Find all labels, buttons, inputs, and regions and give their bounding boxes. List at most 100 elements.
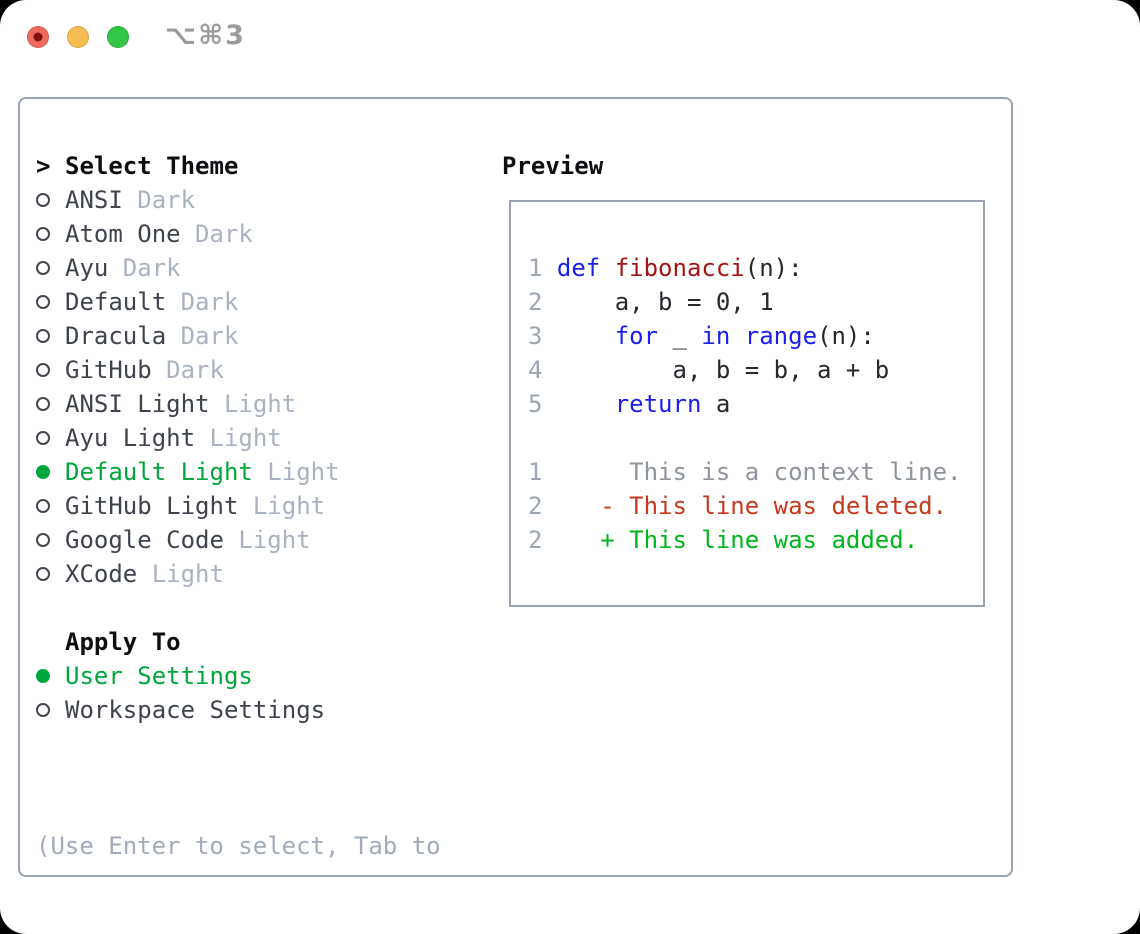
code-segment: (n):: [744, 254, 803, 282]
code-line: 5 return a: [528, 387, 983, 421]
option-label: Default: [65, 288, 167, 316]
theme-option-github[interactable]: GitHub Dark: [36, 353, 476, 387]
theme-variant-tag: Dark: [166, 322, 239, 350]
spacer: [36, 591, 476, 625]
option-label: Atom One: [65, 220, 181, 248]
theme-option-ansi[interactable]: ANSI Dark: [36, 183, 476, 217]
close-button-dot: [33, 32, 43, 42]
radio-icon: [36, 703, 65, 717]
radio-icon: [36, 397, 65, 411]
option-label: Workspace Settings: [65, 696, 326, 724]
diff-line-context: 1 This is a context line.: [528, 455, 983, 489]
theme-option-dracula[interactable]: Dracula Dark: [36, 319, 476, 353]
radio-icon: [36, 329, 65, 343]
radio-icon: [36, 295, 65, 309]
radio-icon: [36, 363, 65, 377]
code-segment: fibonacci: [614, 254, 745, 282]
preview-heading: Preview: [502, 152, 604, 180]
line-number: 3: [528, 322, 557, 350]
option-label: Google Code: [65, 526, 224, 554]
code-line: 4 a, b = b, a + b: [528, 353, 983, 387]
line-number: 4: [528, 356, 557, 384]
line-number: 2: [528, 288, 557, 316]
code-segment: [557, 322, 615, 350]
code-segment: def: [556, 254, 615, 282]
window-title: ⌥⌘3: [165, 20, 246, 51]
theme-option-google-code[interactable]: Google Code Light: [36, 523, 476, 557]
option-label: User Settings: [65, 662, 253, 690]
theme-variant-tag: Dark: [151, 356, 224, 384]
radio-icon: [36, 261, 65, 275]
diff-text: This line was added.: [629, 526, 919, 554]
radio-icon: [36, 465, 65, 479]
select-theme-heading: Select Theme: [65, 152, 239, 180]
theme-variant-tag: Light: [223, 526, 311, 554]
radio-icon: [36, 669, 65, 683]
code-segment: range: [744, 322, 818, 350]
theme-variant-tag: Light: [238, 492, 326, 520]
line-number: 2: [528, 492, 601, 520]
theme-option-ayu-light[interactable]: Ayu Light Light: [36, 421, 476, 455]
line-number: 1: [528, 458, 601, 486]
code-segment: [557, 390, 615, 418]
blank-line: [528, 421, 983, 455]
theme-option-ansi-light[interactable]: ANSI Light Light: [36, 387, 476, 421]
diff-text: This line was deleted.: [629, 492, 948, 520]
radio-icon: [36, 533, 65, 547]
diff-line-added: 2 + This line was added.: [528, 523, 983, 557]
code-line: 1 def fibonacci(n):: [528, 251, 983, 285]
option-label: Default Light: [65, 458, 253, 486]
radio-icon: [36, 567, 65, 581]
option-label: Ayu Light: [65, 424, 196, 452]
code-segment: a, b = b, a + b: [556, 356, 890, 384]
line-number: 1: [528, 254, 557, 282]
radio-icon: [36, 431, 65, 445]
minimize-button[interactable]: [67, 26, 89, 48]
theme-variant-tag: Dark: [166, 288, 239, 316]
theme-option-atom-one[interactable]: Atom One Dark: [36, 217, 476, 251]
apply-to-heading: Apply To: [65, 628, 181, 656]
zoom-button[interactable]: [107, 26, 129, 48]
apply-option-workspace-settings[interactable]: Workspace Settings: [36, 693, 476, 727]
radio-icon: [36, 193, 65, 207]
code-segment: return: [614, 390, 702, 418]
close-button[interactable]: [27, 26, 49, 48]
option-label: GitHub Light: [65, 492, 239, 520]
theme-variant-tag: Light: [195, 424, 282, 452]
help-text: (Use Enter to select, Tab to change focu…: [36, 761, 476, 934]
theme-variant-tag: Dark: [108, 254, 181, 282]
help-line-1: (Use Enter to select, Tab to: [36, 832, 441, 860]
theme-option-xcode[interactable]: XCode Light: [36, 557, 476, 591]
radio-icon: [36, 499, 65, 513]
apply-to-heading-row: Apply To: [36, 625, 476, 659]
option-label: GitHub: [65, 356, 152, 384]
code-line: 3 for _ in range(n):: [528, 319, 983, 353]
code-segment: a: [701, 390, 731, 418]
theme-option-ayu[interactable]: Ayu Dark: [36, 251, 476, 285]
option-label: ANSI Light: [65, 390, 210, 418]
code-segment: for: [614, 322, 659, 350]
code-segment: (n):: [817, 322, 875, 350]
theme-variant-tag: Dark: [180, 220, 253, 248]
code-segment: [730, 322, 744, 350]
diff-prefix: [600, 458, 629, 486]
theme-variant-tag: Light: [209, 390, 297, 418]
code-segment: _: [658, 322, 702, 350]
theme-option-default[interactable]: Default Dark: [36, 285, 476, 319]
selection-prompt-icon: >: [36, 152, 51, 180]
apply-option-user-settings[interactable]: User Settings: [36, 659, 476, 693]
code-line: 2 a, b = 0, 1: [528, 285, 983, 319]
code-segment: a, b = 0, 1: [556, 288, 774, 316]
option-label: XCode: [65, 560, 138, 588]
theme-option-github-light[interactable]: GitHub Light Light: [36, 489, 476, 523]
theme-variant-tag: Dark: [122, 186, 196, 214]
theme-option-default-light[interactable]: Default Light Light: [36, 455, 476, 489]
diff-prefix: +: [600, 526, 630, 554]
theme-variant-tag: Light: [137, 560, 224, 588]
option-label: ANSI: [65, 186, 123, 214]
